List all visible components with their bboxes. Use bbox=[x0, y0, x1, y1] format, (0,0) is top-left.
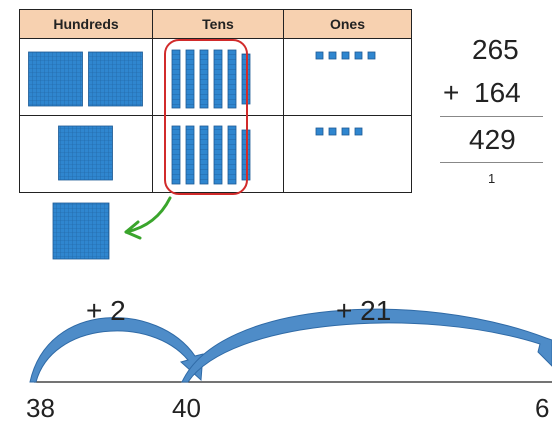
addend-2: 164 bbox=[474, 77, 521, 108]
jump-label-1: + 2 bbox=[86, 295, 126, 326]
tick-label-end: 6 bbox=[535, 393, 550, 423]
jump-arc-1 bbox=[29, 317, 204, 383]
carry-rule bbox=[440, 162, 543, 163]
jump-label-2: + 21 bbox=[336, 295, 392, 326]
sum-rule bbox=[440, 116, 543, 117]
cell-ones-row1 bbox=[283, 38, 412, 116]
sum: 429 bbox=[469, 124, 516, 155]
addend-1: 265 bbox=[472, 34, 519, 65]
header-hundreds: Hundreds bbox=[19, 9, 153, 39]
carry-digit: 1 bbox=[488, 171, 496, 186]
tick-label-40: 40 bbox=[172, 393, 201, 423]
plus-sign: + bbox=[443, 77, 460, 108]
jump-arc-2 bbox=[181, 308, 552, 383]
tick-label-38: 38 bbox=[26, 393, 55, 423]
